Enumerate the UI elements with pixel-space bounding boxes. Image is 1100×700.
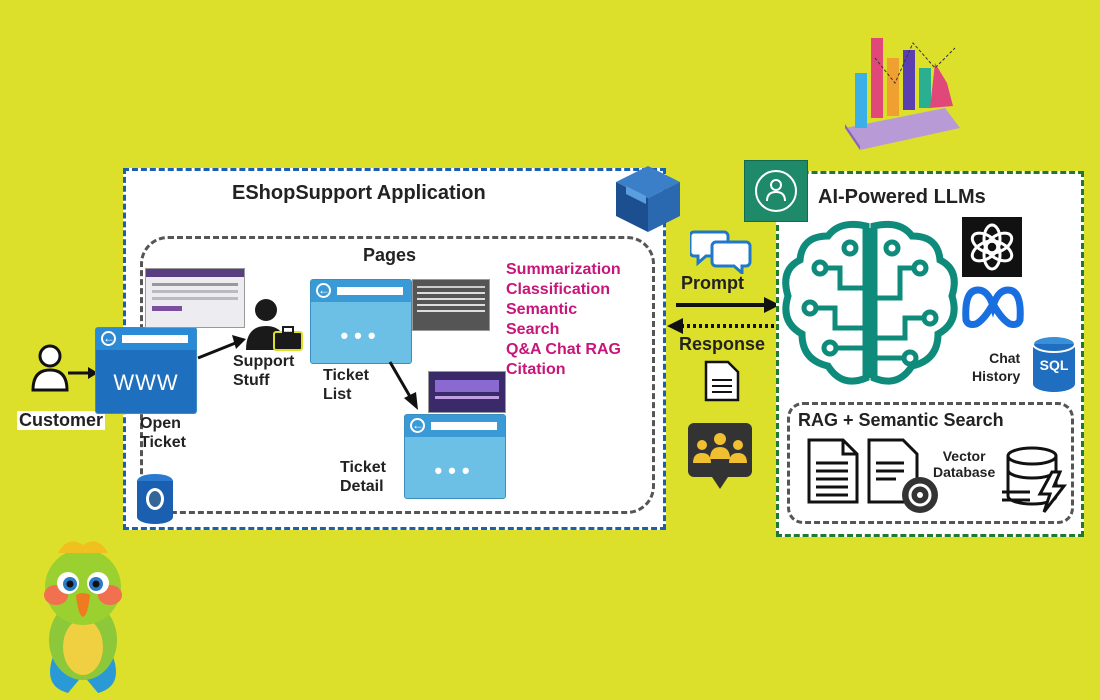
customer-label: Customer <box>17 410 106 430</box>
ticket-list-window[interactable]: ← ••• <box>310 279 412 364</box>
sql-database-icon: SQL <box>1031 335 1077 393</box>
feature-citation: Citation <box>506 361 566 378</box>
response-arrow <box>667 317 777 340</box>
text-document-icon <box>806 437 860 505</box>
customer-person-icon <box>30 342 70 392</box>
document-icon <box>704 360 740 402</box>
vector-database-icon <box>1002 446 1072 514</box>
postgresql-database-icon <box>135 473 175 525</box>
prompt-label: Prompt <box>681 273 744 293</box>
document-processing-icon <box>866 437 946 517</box>
list-to-detail-arrow <box>386 360 422 417</box>
feature-qa-chat-rag: Q&A Chat RAG <box>506 341 621 358</box>
analytics-chart-illustration <box>835 28 965 153</box>
ai-brain-gear-icon <box>744 160 808 222</box>
meta-logo-icon <box>960 284 1026 328</box>
cube-icon <box>612 162 684 234</box>
rag-semantic-search-container <box>787 402 1074 524</box>
chat-bubbles-icon <box>688 228 752 277</box>
ticket-detail-screenshot-thumbnail <box>428 371 506 413</box>
prompt-arrow <box>676 296 780 319</box>
rag-title: RAG + Semantic Search <box>798 410 1004 430</box>
application-title: EShopSupport Application <box>232 182 486 204</box>
feature-classification: Classification <box>506 281 611 298</box>
brain-circuit-icon <box>780 218 960 390</box>
feature-search: Search <box>506 321 560 338</box>
pages-title: Pages <box>363 245 417 265</box>
open-ticket-browser-window[interactable]: ← WWW <box>95 327 197 414</box>
support-person-icon <box>244 296 304 352</box>
ticket-detail-window[interactable]: ← ••• <box>404 414 506 499</box>
feature-semantic: Semantic <box>506 301 578 318</box>
feature-list: Summarization Classification Semantic Se… <box>506 260 621 380</box>
group-chat-icon <box>688 423 752 491</box>
parrot-mascot-illustration <box>28 535 138 695</box>
open-ticket-screenshot-thumbnail <box>145 268 245 328</box>
feature-summarization: Summarization <box>506 261 621 278</box>
customer-to-support-arrow <box>196 332 248 367</box>
www-label: WWW <box>113 370 179 395</box>
ai-panel-title: AI-Powered LLMs <box>818 186 986 208</box>
openai-logo-icon <box>962 217 1022 277</box>
ticket-list-screenshot-thumbnail <box>412 279 490 331</box>
customer-arrow <box>68 366 98 385</box>
response-label: Response <box>679 334 766 354</box>
sql-label: SQL <box>1039 357 1069 373</box>
